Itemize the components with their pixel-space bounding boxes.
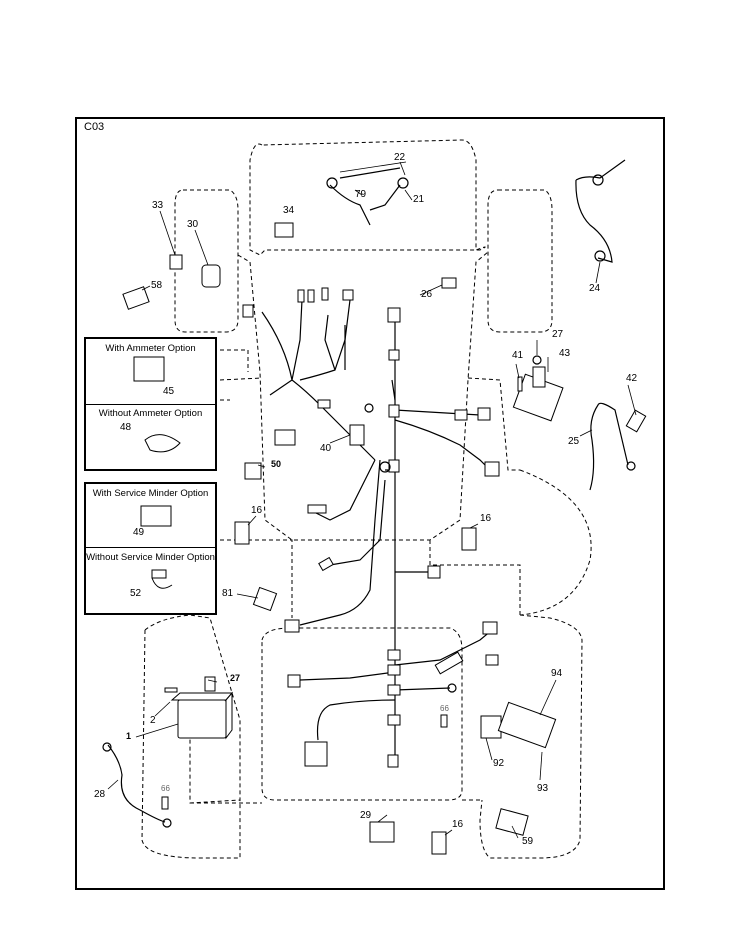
without-service-minder-label: Without Service Minder Option	[86, 552, 215, 563]
figure-code: C03	[84, 121, 105, 133]
part-label-93: 93	[537, 783, 549, 794]
part-label-48: 48	[120, 422, 132, 433]
chassis-outline	[141, 139, 592, 859]
part-label-40: 40	[320, 443, 332, 454]
part-label-43: 43	[559, 348, 571, 359]
part-label-59: 59	[522, 836, 534, 847]
part-label-16-bottom: 16	[452, 819, 464, 830]
with-ammeter-label: With Ammeter Option	[105, 343, 196, 354]
harness-wires	[107, 159, 629, 823]
part-label-27: 27	[552, 329, 564, 340]
part-label-79: 79	[355, 189, 367, 200]
part-label-49: 49	[133, 527, 145, 538]
part-label-24: 24	[589, 283, 601, 294]
part-label-22: 22	[394, 152, 406, 163]
part-label-16-right: 16	[480, 513, 492, 524]
diagram-frame	[75, 117, 665, 890]
part-label-45: 45	[163, 386, 175, 397]
part-label-29: 29	[360, 810, 372, 821]
part-label-94: 94	[551, 668, 563, 679]
part-label-2: 2	[150, 715, 156, 726]
part-label-26: 26	[421, 289, 433, 300]
part-label-25: 25	[568, 436, 580, 447]
part-label-58: 58	[151, 280, 163, 291]
part-label-16-left: 16	[251, 505, 263, 516]
ammeter-option-panel: With Ammeter Option Without Ammeter Opti…	[84, 337, 217, 471]
part-label-33: 33	[152, 200, 164, 211]
panel-divider	[86, 547, 215, 548]
part-label-28: 28	[94, 789, 106, 800]
part-label-92: 92	[493, 758, 505, 769]
part-label-52: 52	[130, 588, 142, 599]
without-ammeter-label: Without Ammeter Option	[98, 408, 203, 419]
part-label-41: 41	[512, 350, 524, 361]
with-service-minder-label: With Service Minder Option	[92, 488, 209, 499]
part-label-66-right: 66	[440, 704, 449, 713]
part-label-81: 81	[222, 588, 234, 599]
part-label-66-left: 66	[161, 784, 170, 793]
part-label-42: 42	[626, 373, 638, 384]
part-label-34: 34	[283, 205, 295, 216]
part-label-21: 21	[413, 194, 425, 205]
panel-divider	[86, 404, 215, 405]
part-label-27-battery: 27	[230, 673, 241, 683]
service-minder-option-panel: With Service Minder Option Without Servi…	[84, 482, 217, 615]
terminals	[102, 174, 636, 828]
part-label-30: 30	[187, 219, 199, 230]
part-label-50: 50	[271, 459, 282, 469]
part-label-1: 1	[126, 731, 132, 741]
